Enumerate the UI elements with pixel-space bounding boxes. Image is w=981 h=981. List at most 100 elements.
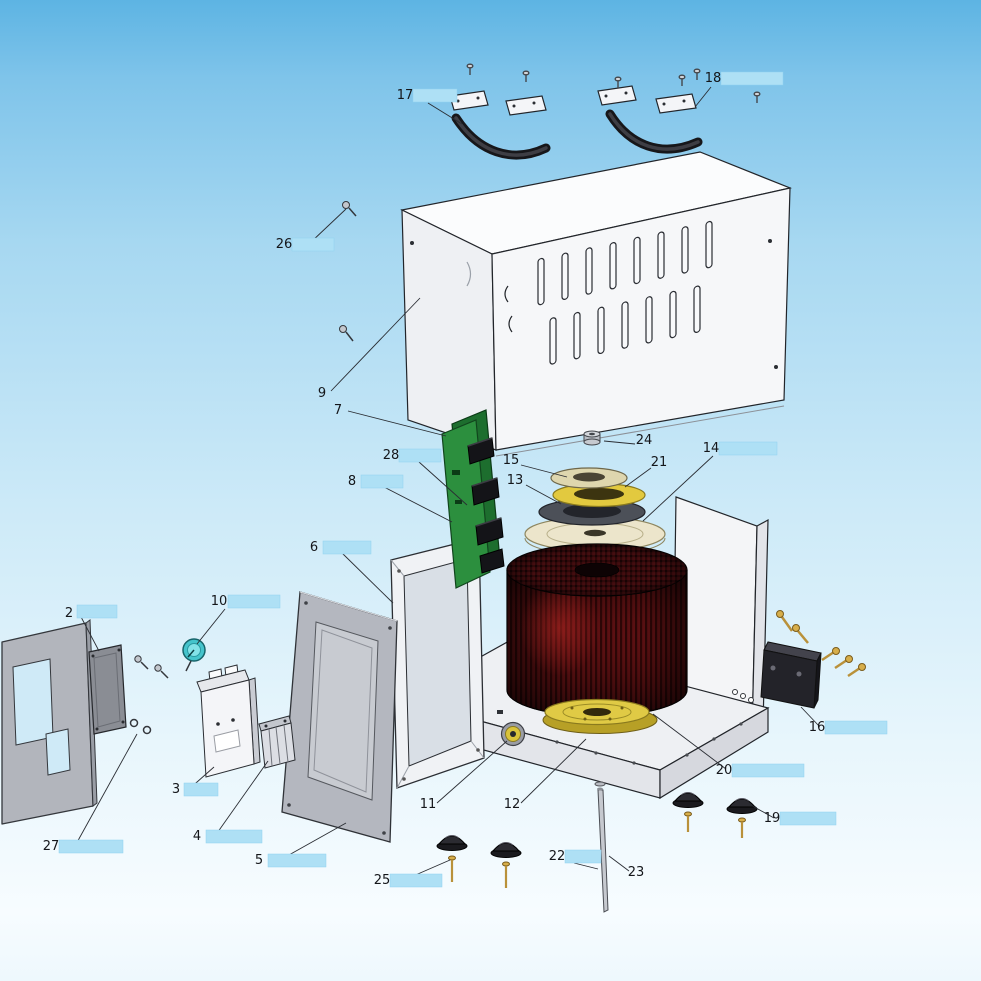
part-number-2: 2	[65, 606, 73, 621]
cover-screw-dot	[774, 365, 778, 369]
washer-icon	[129, 718, 139, 728]
leader-line-27	[74, 733, 138, 847]
leader-line-9	[330, 297, 421, 392]
label-highlight-16	[824, 720, 888, 735]
leader-line-4	[214, 760, 269, 837]
top-screws	[466, 63, 761, 103]
screw-icon	[693, 68, 701, 80]
door-window	[307, 621, 379, 801]
loose-screws	[339, 201, 357, 342]
rubber-feet	[436, 792, 758, 888]
cover-screw-dot	[768, 239, 772, 243]
rubber-foot	[490, 842, 522, 858]
label-highlight-27	[58, 839, 124, 854]
part-number-13: 13	[507, 473, 524, 488]
handle-right	[597, 85, 703, 154]
screw-icon	[134, 655, 149, 670]
base-right-rail	[659, 706, 769, 800]
screw-icon	[847, 663, 866, 678]
label-highlight-8	[360, 474, 404, 489]
part-number-5: 5	[255, 853, 263, 868]
cover-crease	[466, 261, 472, 287]
screw-icon	[448, 855, 456, 882]
part-number-12: 12	[504, 797, 521, 812]
leader-line-8	[383, 486, 453, 523]
grommet	[500, 721, 526, 747]
label-highlight-22	[564, 849, 602, 864]
part-number-3: 3	[172, 782, 180, 797]
part-number-17: 17	[397, 88, 414, 103]
handle-left	[449, 90, 551, 160]
leader-line-28	[418, 461, 468, 506]
rubber-foot	[672, 792, 704, 808]
part-number-4: 4	[193, 829, 201, 844]
leader-line-22	[573, 862, 599, 870]
leader-line-7	[347, 410, 447, 437]
leader-line-26	[309, 208, 347, 244]
leader-line-16	[800, 706, 820, 727]
part-number-23: 23	[628, 865, 645, 880]
washer-small	[550, 467, 628, 489]
label-highlight-4	[205, 829, 263, 844]
pcb-connector	[467, 437, 505, 574]
part-number-9: 9	[318, 386, 326, 401]
part-number-25: 25	[374, 873, 391, 888]
part-number-26: 26	[276, 237, 293, 252]
side-panel	[1, 619, 98, 825]
screw-icon	[753, 91, 761, 103]
part-number-18: 18	[705, 71, 722, 86]
label-highlight-3	[183, 782, 219, 797]
leader-line-23	[608, 855, 630, 872]
gold-screws	[776, 610, 866, 678]
handle-mount-plate	[505, 95, 547, 116]
leader-line-12	[520, 738, 587, 804]
leader-line-11	[436, 740, 508, 804]
screw-icon	[821, 647, 840, 662]
terminal-block	[258, 715, 296, 769]
label-highlight-28	[398, 448, 442, 463]
part-number-11: 11	[420, 797, 437, 812]
washer-yellow	[552, 482, 646, 508]
part-number-20: 20	[716, 763, 733, 778]
screw-icon	[678, 74, 686, 86]
part-number-10: 10	[211, 594, 228, 609]
indicator-meter	[182, 638, 206, 672]
screw-icon	[776, 610, 794, 632]
leader-line-20	[652, 713, 727, 770]
screw-icon	[738, 817, 746, 838]
panel-cutout	[12, 658, 54, 746]
part-number-7: 7	[334, 403, 342, 418]
label-highlight-18	[720, 71, 784, 86]
label-highlight-17	[412, 88, 458, 103]
label-highlight-2	[76, 604, 118, 619]
leader-line-24	[603, 440, 636, 445]
part-number-24: 24	[636, 433, 653, 448]
support-rod	[594, 781, 609, 913]
screw-icon	[342, 201, 357, 217]
toroid-center-hole	[574, 562, 620, 578]
cover-vents	[537, 220, 713, 365]
cover-screw-dot	[410, 241, 414, 245]
part-number-15: 15	[503, 453, 520, 468]
part-number-19: 19	[764, 811, 781, 826]
connector-box	[760, 641, 822, 709]
hex-nut	[583, 430, 601, 446]
washer-icon	[142, 725, 152, 735]
panel-cutout	[45, 728, 71, 776]
label-highlight-25	[389, 873, 443, 888]
part-number-21: 21	[651, 455, 668, 470]
label-highlight-6	[322, 540, 372, 555]
leader-line-2	[79, 614, 100, 652]
front-frame	[390, 537, 485, 789]
screw-icon	[684, 811, 692, 832]
top-cover	[400, 151, 793, 457]
part-number-14: 14	[703, 441, 720, 456]
part-number-28: 28	[383, 448, 400, 463]
handle-mount-plate	[597, 85, 637, 106]
front-door	[281, 591, 398, 843]
toroidal-transformer	[506, 543, 688, 717]
part-number-8: 8	[348, 474, 356, 489]
sub-panel	[88, 644, 127, 735]
